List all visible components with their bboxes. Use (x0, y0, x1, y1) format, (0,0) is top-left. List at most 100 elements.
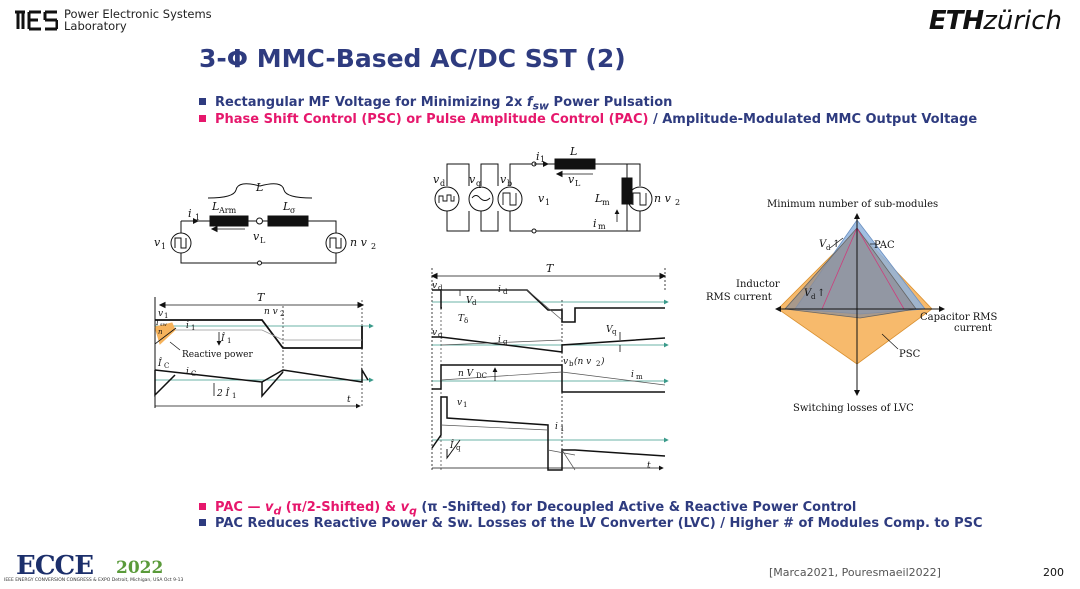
svg-text:2 Î: 2 Î (216, 387, 231, 399)
svg-text:d: d (826, 244, 831, 252)
center-waveform-diagram: T t v d V d i d T δ v q i q V q n V D (430, 262, 669, 471)
svg-text:1: 1 (560, 425, 564, 433)
svg-text:T: T (546, 262, 555, 275)
svg-text:2: 2 (675, 198, 680, 207)
svg-text:Î: Î (449, 439, 455, 451)
svg-text:1: 1 (232, 392, 236, 400)
pac-label: PAC (874, 240, 895, 251)
source-nv2-icon (325, 232, 347, 254)
svg-text:i: i (186, 321, 189, 331)
bullet-psc-pac: Phase Shift Control (PSC) or Pulse Ampli… (199, 112, 977, 127)
svg-text:T: T (458, 314, 465, 324)
psc-label: PSC (899, 349, 921, 360)
svg-text:δ: δ (464, 317, 468, 325)
svg-text:i: i (593, 217, 597, 230)
svg-text:m: m (602, 198, 610, 207)
svg-text:d: d (811, 293, 816, 301)
svg-text:v: v (568, 173, 575, 186)
svg-text:I: I (155, 319, 159, 327)
svg-text:C: C (164, 362, 169, 370)
svg-text:q: q (476, 179, 481, 188)
svg-text:σ: σ (290, 206, 296, 215)
svg-text:Î: Î (157, 357, 163, 369)
svg-text:n v: n v (350, 236, 368, 249)
svg-text:i: i (188, 207, 192, 220)
svg-text:v: v (469, 173, 476, 186)
svg-text:V: V (804, 288, 813, 299)
svg-text:m: m (636, 373, 643, 381)
svg-text:i: i (536, 150, 540, 163)
svg-text:2: 2 (371, 242, 376, 251)
label-L: L (255, 181, 263, 194)
citation: [Marca2021, Pouresmaeil2022] (769, 566, 941, 579)
lab-name: Power Electronic Systems Laboratory (64, 7, 212, 33)
svg-text:V: V (466, 296, 474, 306)
svg-text:m: m (598, 222, 606, 231)
svg-text:L: L (211, 200, 219, 213)
radar-bottom-label: Switching losses of LVC (793, 403, 914, 414)
svg-text:): ) (600, 356, 605, 367)
svg-text:1: 1 (463, 401, 467, 409)
svg-text:Î: Î (220, 332, 226, 344)
svg-text:d: d (472, 299, 477, 307)
radar-right-label-2: current (954, 323, 992, 334)
center-circuit-diagram: v d v q v b v 1 i 1 L v L L m n v 2 i m (433, 145, 680, 234)
svg-text:v: v (563, 357, 568, 367)
svg-text:d: d (438, 284, 443, 292)
svg-text:b: b (507, 179, 512, 188)
left-circuit-diagram: L i 1 L Arm L σ v L v 1 n v 2 (154, 181, 376, 266)
radar-left-label-1: Inductor (736, 279, 780, 290)
svg-text:1: 1 (164, 312, 168, 320)
radar-top-label: Minimum number of sub-modules (767, 199, 938, 210)
svg-text:i: i (631, 370, 634, 380)
svg-text:L: L (260, 236, 266, 245)
bullet-pac-reduces: PAC Reduces Reactive Power & Sw. Losses … (199, 516, 983, 531)
svg-text:L: L (282, 200, 290, 213)
svg-text:q: q (503, 338, 508, 346)
svg-text:V: V (819, 239, 828, 250)
eth-zurich-logo: ETHzürich (928, 6, 1062, 36)
svg-text:n v: n v (654, 192, 672, 205)
svg-text:Arm: Arm (218, 206, 237, 215)
svg-text:i: i (498, 285, 501, 295)
svg-text:b: b (569, 360, 574, 368)
left-waveform-diagram: T v 1 n v 2 i 1 Î 1 I sw n Reactive powe… (154, 291, 374, 409)
svg-text:1: 1 (161, 242, 166, 251)
svg-text:d: d (440, 179, 445, 188)
svg-text:v: v (538, 192, 545, 205)
svg-text:i: i (186, 367, 189, 377)
svg-text:↑: ↑ (817, 288, 825, 299)
svg-text:L: L (594, 192, 602, 205)
svg-text:d: d (503, 288, 508, 296)
source-vq-icon (468, 186, 494, 212)
svg-text:1: 1 (195, 213, 200, 222)
svg-text:L: L (569, 145, 577, 158)
radar-chart: Minimum number of sub-modules Inductor R… (706, 199, 998, 414)
svg-text:Reactive power: Reactive power (182, 350, 253, 360)
svg-text:sw: sw (160, 322, 168, 328)
svg-text:(n v: (n v (574, 356, 591, 367)
svg-text:L: L (575, 179, 581, 188)
svg-text:↑: ↑ (832, 239, 840, 250)
svg-text:1: 1 (545, 198, 550, 207)
svg-text:2: 2 (280, 310, 284, 318)
radar-right-label-1: Capacitor RMS (920, 312, 998, 323)
pes-logo-icon (15, 10, 58, 31)
source-vd-icon (434, 186, 460, 212)
svg-text:1: 1 (227, 337, 231, 345)
pac-gray-region (784, 227, 917, 319)
svg-text:v: v (433, 173, 440, 186)
svg-text:v: v (500, 173, 507, 186)
svg-text:2022: 2022 (116, 558, 163, 578)
svg-text:v: v (432, 328, 437, 338)
svg-text:v: v (158, 309, 163, 319)
svg-text:v: v (253, 230, 260, 243)
svg-text:V: V (606, 325, 614, 335)
svg-text:v: v (457, 398, 462, 408)
svg-text:2: 2 (596, 360, 600, 368)
bullet-pac-decoupled: PAC — vd (π/2-Shifted) & vq (π -Shifted)… (199, 500, 856, 518)
svg-text:t: t (647, 461, 651, 471)
svg-text:v: v (154, 236, 161, 249)
page-number: 200 (1043, 566, 1064, 579)
